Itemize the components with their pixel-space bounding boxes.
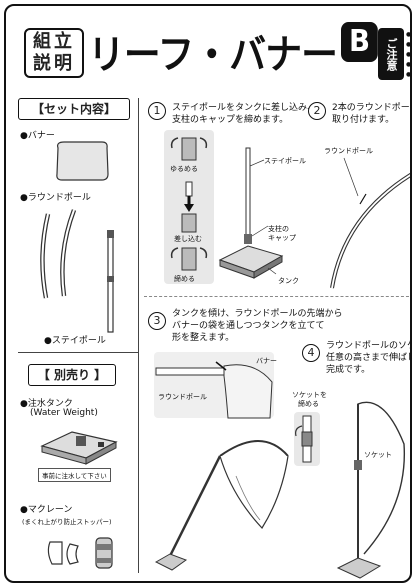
set-contents-heading: 【セット内容】 [18, 98, 130, 120]
banner-label: ●バナー [20, 131, 55, 141]
step3-assembly-illustration [154, 440, 289, 571]
badge-line-1: 組立 [33, 31, 75, 52]
title-badge: B [340, 22, 378, 62]
caution-bullet: ●強 [406, 51, 412, 58]
badge-line-2: 説明 [33, 53, 75, 74]
banner-illustration [56, 141, 109, 181]
round-pole-illustration [40, 209, 77, 299]
step1-tank-label: タンク [278, 277, 299, 285]
stay-pole-illustration [107, 230, 114, 333]
water-tank-note: 事前に注水して下さい [38, 468, 111, 482]
step3-line2: バナーの袋を通しつつタンクを立てて [172, 321, 325, 331]
step3-line3: 形を整えます。 [172, 333, 235, 343]
step1-cap-label-2: キャップ [268, 234, 296, 242]
caution-bullet: ●本 [406, 31, 412, 38]
caution-label: ご注意 [378, 28, 404, 80]
step2-line2: 取り付けます。 [332, 115, 395, 125]
row-divider [144, 296, 410, 297]
step3-line1: タンクを傾け、ラウンドポールの先端から [172, 309, 343, 319]
step4-assembly-illustration [336, 401, 406, 579]
step1-detail-illustration [170, 137, 208, 271]
step3-number: 3 [148, 312, 166, 330]
caution-bullet: ●適 [406, 41, 412, 48]
column-divider [138, 98, 139, 573]
step4-line1: ラウンドポールのソケット [326, 341, 410, 351]
caution-bullet: ●接 [406, 61, 412, 68]
step3-detail-illustration [155, 361, 273, 419]
step2-pole-illustration [330, 157, 410, 289]
water-tank-label: ●注水タンク [20, 399, 73, 409]
caution-bullet: ●ポ [406, 71, 412, 78]
step4-socket-illustration [295, 415, 313, 463]
title-text: リーフ・バナー [88, 32, 338, 78]
step3-banner-label: バナー [256, 357, 277, 365]
step1-stand-illustration [218, 147, 284, 279]
stay-pole-label: ●ステイポール [44, 336, 106, 346]
step1-stay-pole-label: ステイポール [264, 157, 306, 165]
caution-list: ●本 ●適 ●強 ●接 ●ポ [406, 30, 412, 80]
macrane-illustration [47, 537, 113, 569]
macrane-label: ●マクレーン [20, 505, 73, 515]
step2-number: 2 [308, 102, 326, 120]
water-tank-illustration [40, 431, 118, 465]
step4-socket-tighten-2: 締める [298, 400, 319, 408]
step1-number: 1 [148, 102, 166, 120]
step1-loosen-label: ゆるめる [170, 165, 198, 173]
sold-separately-heading: 【 別売り 】 [28, 364, 116, 386]
step1-insert-label: 差し込む [174, 235, 202, 243]
assembly-instructions-badge: 組立 説明 [24, 28, 84, 78]
step3-round-pole-label: ラウンドポール [158, 393, 207, 401]
step1-line1: ステイポールをタンクに差し込み、 [172, 103, 317, 113]
step4-socket-label: ソケット [364, 451, 392, 459]
round-pole-label: ●ラウンドポール [20, 193, 91, 203]
step1-cap-label-1: 支柱の [268, 225, 289, 233]
step2-line1: 2本のラウンドポールを [332, 103, 410, 113]
step4-line3: 完成です。 [326, 365, 371, 375]
water-tank-english: (Water Weight) [30, 408, 98, 418]
step4-number: 4 [302, 344, 320, 362]
step4-line2: 任意の高さまで伸ばしたら [326, 353, 410, 363]
macrane-subtitle: (まくれ上がり防止ストッパー) [22, 518, 112, 526]
step4-socket-tighten-1: ソケットを [292, 391, 327, 399]
step1-tighten-label: 締める [174, 275, 195, 283]
step1-line2: 支柱のキャップを締めます。 [172, 115, 289, 125]
section-divider [18, 352, 138, 353]
step2-round-pole-label: ラウンドポール [324, 147, 373, 155]
